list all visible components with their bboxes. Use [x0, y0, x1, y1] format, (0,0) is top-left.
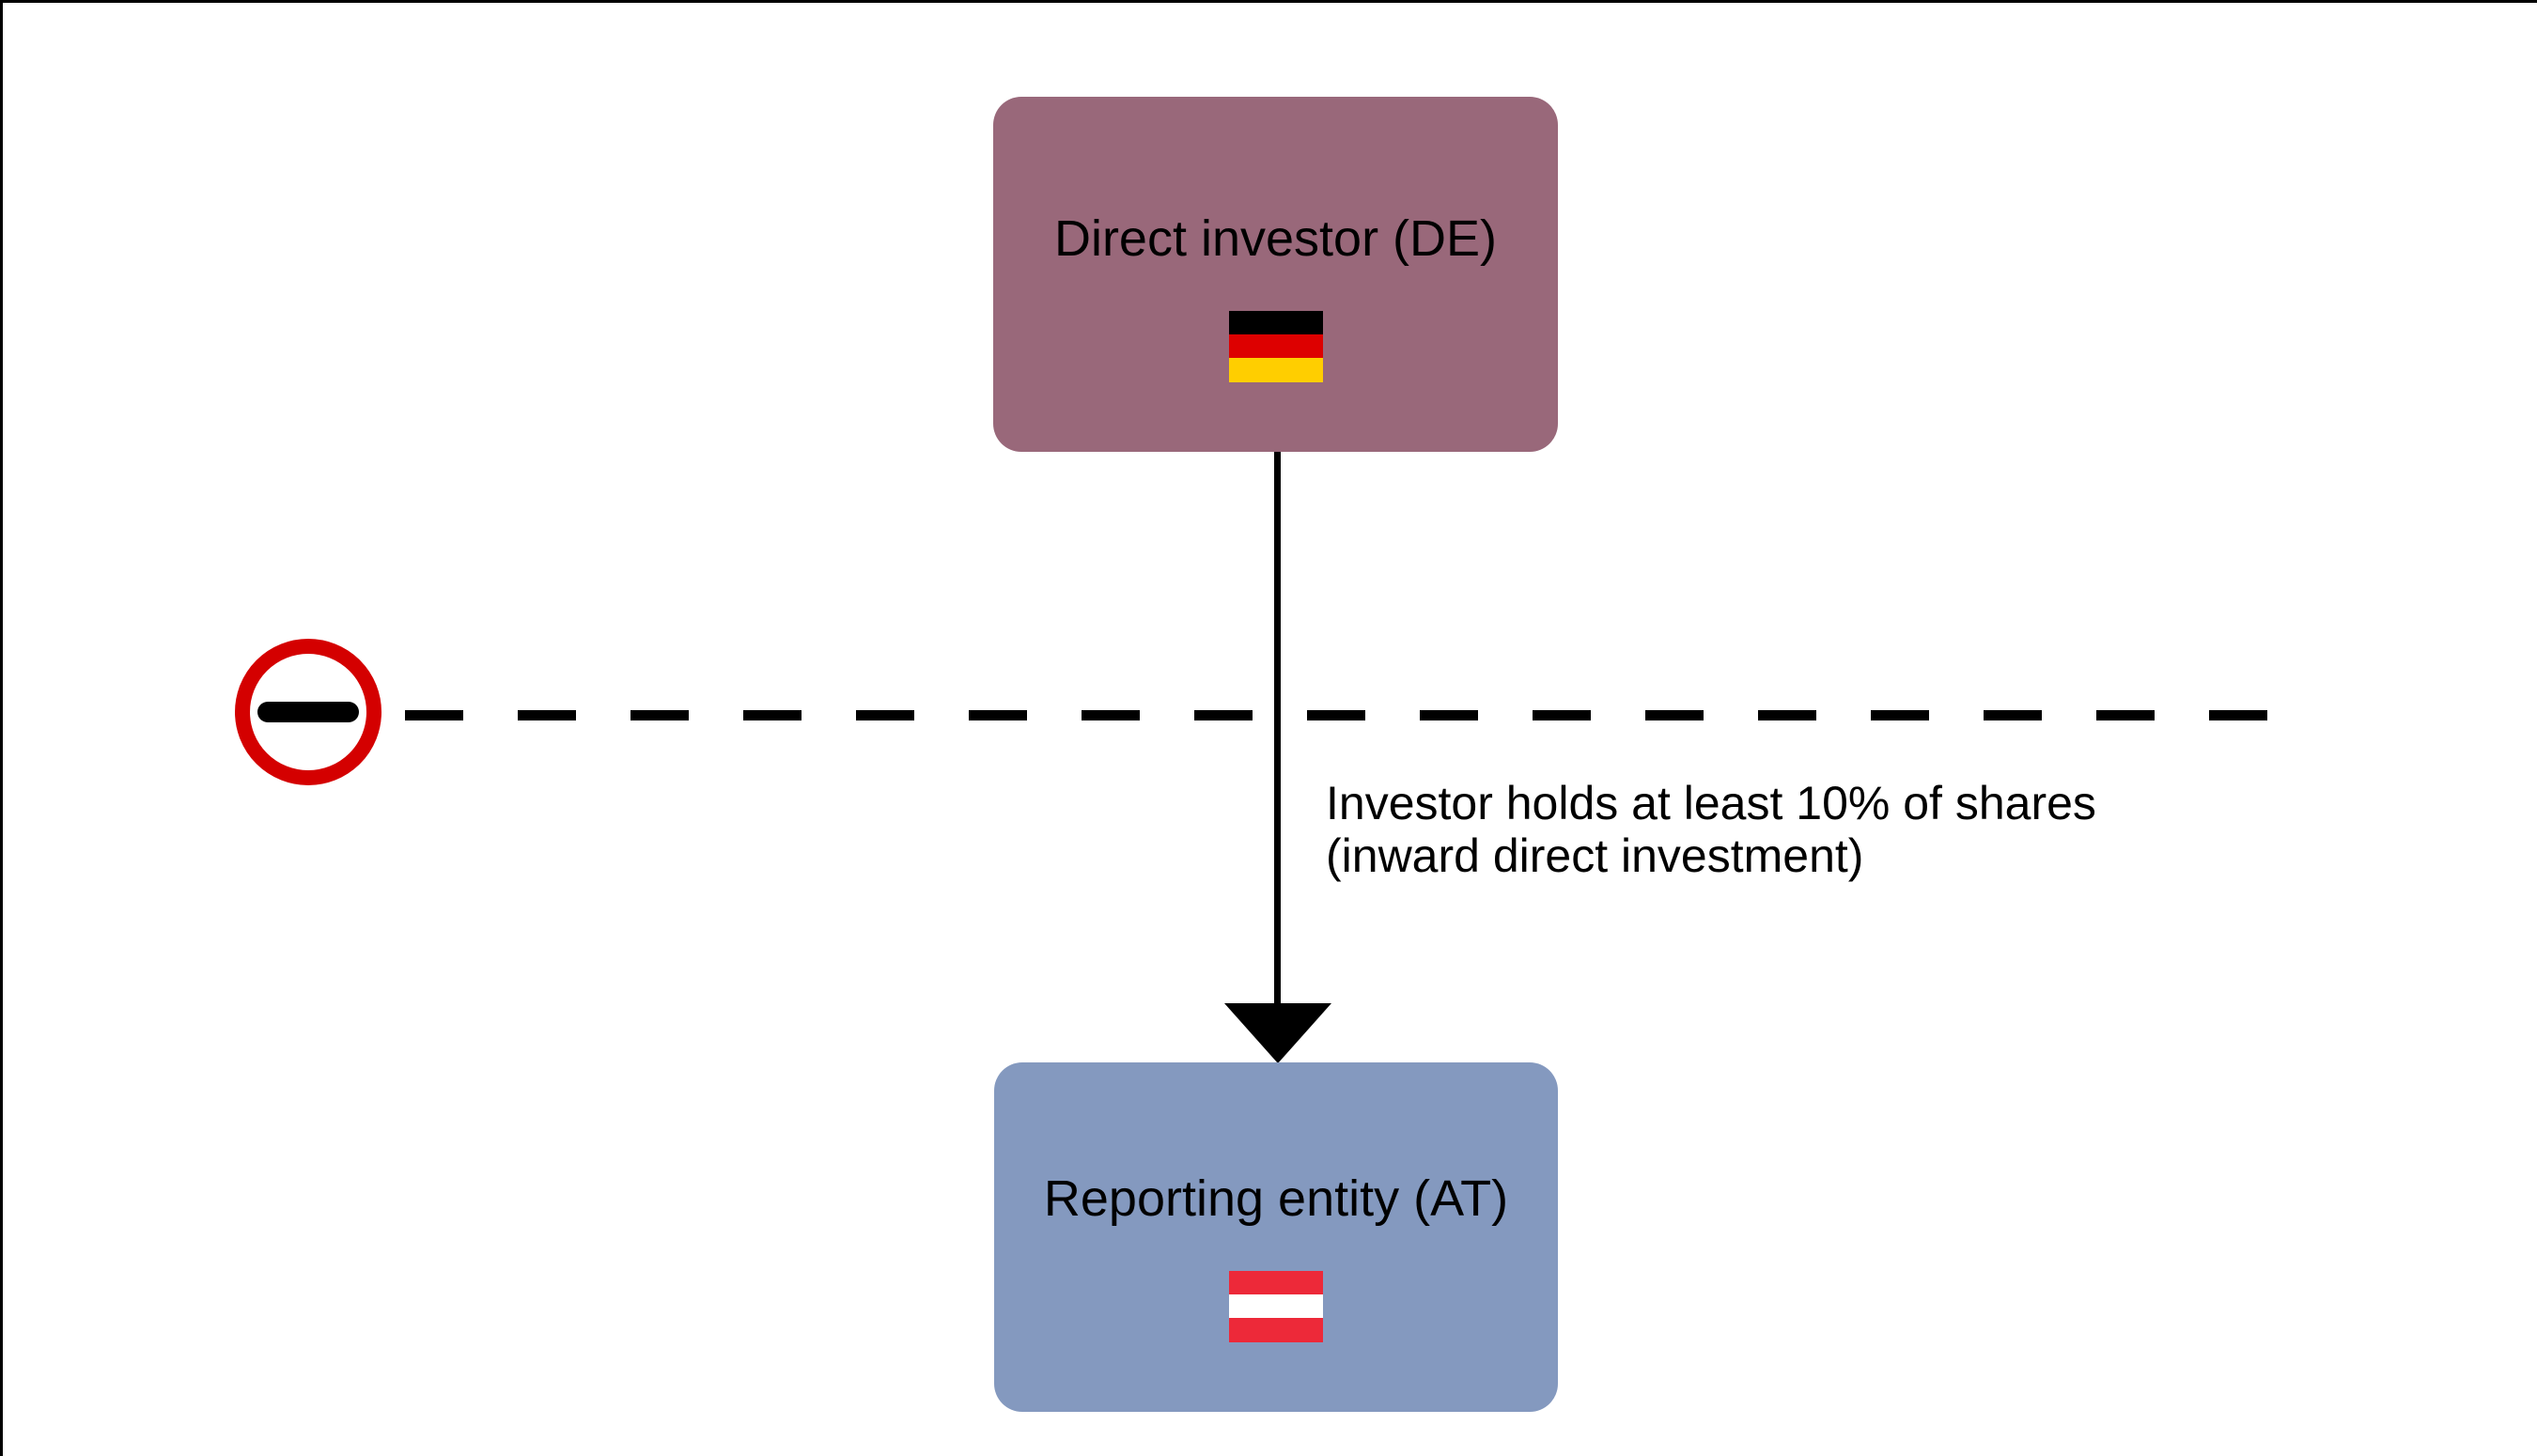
germany-flag-icon: [1228, 310, 1323, 382]
flag-stripe-red: [1228, 334, 1323, 359]
node-direct-investor[interactable]: Direct investor (DE): [993, 97, 1558, 452]
no-entry-icon: [235, 639, 381, 785]
node-direct-investor-label: Direct investor (DE): [1053, 210, 1498, 267]
flag-stripe-gold: [1228, 358, 1323, 382]
edge-annotation: Investor holds at least 10% of shares (i…: [1326, 777, 2096, 882]
edge-annotation-line-2: (inward direct investment): [1326, 829, 1864, 882]
austria-flag-icon: [1229, 1270, 1323, 1342]
edge-arrow-shaft: [1274, 452, 1281, 1025]
edge-arrow-head-icon: [1224, 1003, 1331, 1063]
flag-stripe-red-top: [1229, 1270, 1323, 1295]
edge-annotation-line-1: Investor holds at least 10% of shares: [1326, 777, 2096, 829]
node-reporting-entity[interactable]: Reporting entity (AT): [994, 1062, 1558, 1412]
node-reporting-entity-label: Reporting entity (AT): [1043, 1170, 1509, 1227]
flag-stripe-white: [1229, 1294, 1323, 1319]
no-entry-bar: [257, 702, 359, 722]
flag-stripe-red-bottom: [1229, 1318, 1323, 1342]
country-border-dashed-line: [405, 710, 2284, 720]
flag-stripe-black: [1228, 310, 1323, 335]
